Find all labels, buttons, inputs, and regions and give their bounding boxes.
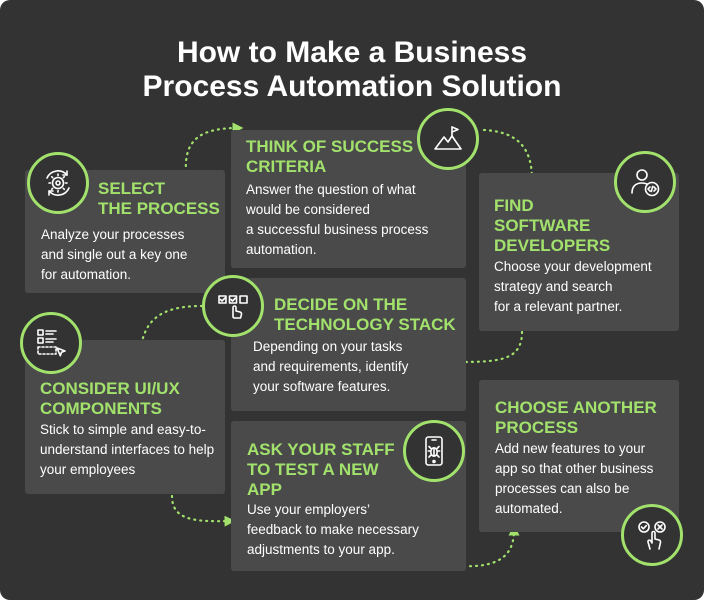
step-title-success-criteria: THINK OF SUCCESS CRITERIA <box>246 137 414 176</box>
mobile-bug-icon <box>403 420 465 482</box>
step-desc-find-developers: Choose your development strategy and sea… <box>494 259 652 314</box>
step-desc-technology-stack: Depending on your tasks and requirements… <box>253 339 409 394</box>
ui-layout-icon <box>20 312 82 374</box>
arrow-developers-to-stack <box>454 330 524 368</box>
gear-cycle-icon <box>27 152 89 214</box>
step-desc-success-criteria: Answer the question of what would be con… <box>246 182 429 257</box>
choice-hand-icon <box>621 504 683 566</box>
step-title-staff-test: ASK YOUR STAFF TO TEST A NEW APP <box>247 440 395 499</box>
step-title-select-process: SELECT THE PROCESS <box>98 179 220 218</box>
arrow-select-to-criteria <box>184 122 244 174</box>
step-desc-uiux-components: Stick to simple and easy-to- understand … <box>40 422 215 477</box>
step-desc-another-process: Add new features to your app so that oth… <box>495 441 654 516</box>
step-title-another-process: CHOOSE ANOTHER PROCESS <box>495 398 657 437</box>
title-line-2: Process Automation Solution <box>142 70 562 103</box>
checklist-select-icon <box>202 275 264 337</box>
step-card-technology-stack <box>231 278 466 411</box>
developer-code-icon <box>614 151 676 213</box>
arrow-criteria-to-developers <box>482 128 538 186</box>
arrow-uiux-to-test <box>170 494 236 527</box>
arrow-test-to-another <box>456 524 520 568</box>
step-desc-staff-test: Use your employers’ feedback to make nec… <box>247 502 419 557</box>
title-line-1: How to Make a Business <box>176 36 528 69</box>
step-desc-select-process: Analyze your processes and single out a … <box>41 227 188 282</box>
step-title-find-developers: FIND SOFTWARE DEVELOPERS <box>494 196 611 255</box>
page-title: How to Make a Business Process Automatio… <box>0 36 704 104</box>
mountain-flag-icon <box>417 108 479 170</box>
step-title-technology-stack: DECIDE ON THE TECHNOLOGY STACK <box>274 295 456 334</box>
step-title-uiux-components: CONSIDER UI/UX COMPONENTS <box>40 379 180 418</box>
